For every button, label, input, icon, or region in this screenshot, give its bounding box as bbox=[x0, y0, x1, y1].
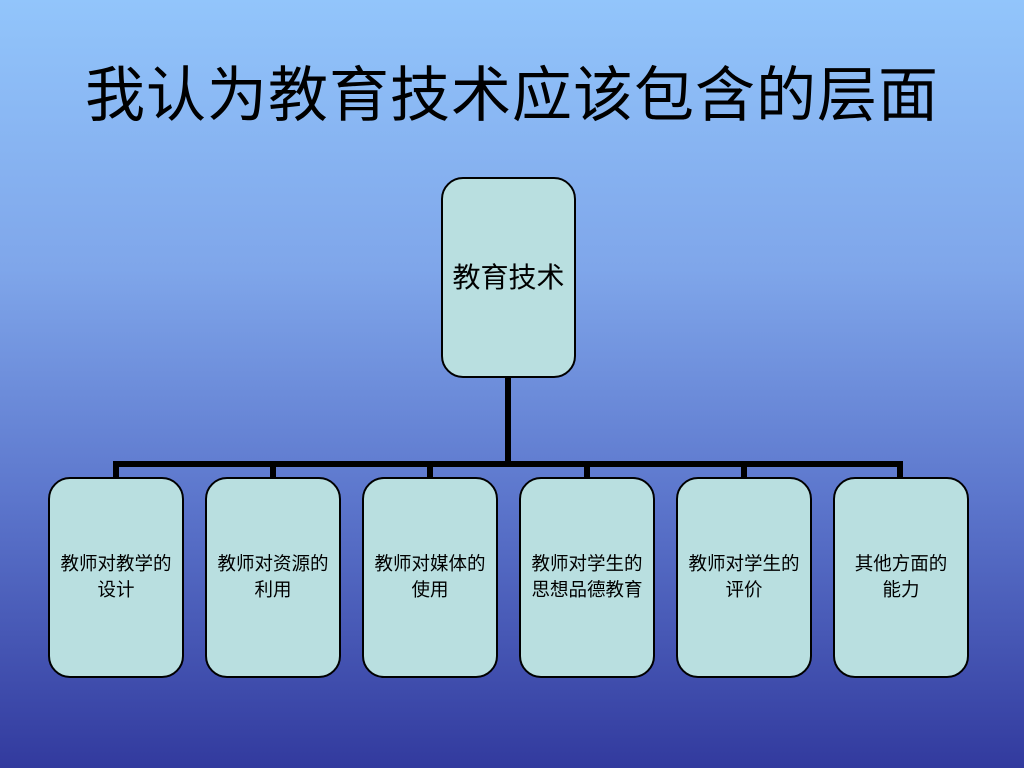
child-node-label: 教师对学生的 思想品德教育 bbox=[531, 553, 643, 601]
child-node-teaching-design: 教师对教学的 设计 bbox=[48, 477, 184, 678]
root-node-label: 教育技术 bbox=[452, 260, 565, 294]
child-node-label: 教师对学生的 评价 bbox=[688, 553, 800, 601]
child-node-media-use: 教师对媒体的 使用 bbox=[362, 477, 498, 678]
child-node-other-abilities: 其他方面的 能力 bbox=[833, 477, 969, 678]
child-node-resource-use: 教师对资源的 利用 bbox=[205, 477, 341, 678]
child-node-label: 教师对媒体的 使用 bbox=[374, 553, 486, 601]
child-node-moral-education: 教师对学生的 思想品德教育 bbox=[519, 477, 655, 678]
slide-title: 我认为教育技术应该包含的层面 bbox=[85, 61, 939, 131]
child-node-student-evaluation: 教师对学生的 评价 bbox=[676, 477, 812, 678]
child-node-label: 其他方面的 能力 bbox=[854, 553, 948, 601]
root-node-education-technology: 教育技术 bbox=[441, 177, 576, 378]
child-node-label: 教师对资源的 利用 bbox=[217, 553, 329, 601]
child-node-label: 教师对教学的 设计 bbox=[60, 553, 172, 601]
